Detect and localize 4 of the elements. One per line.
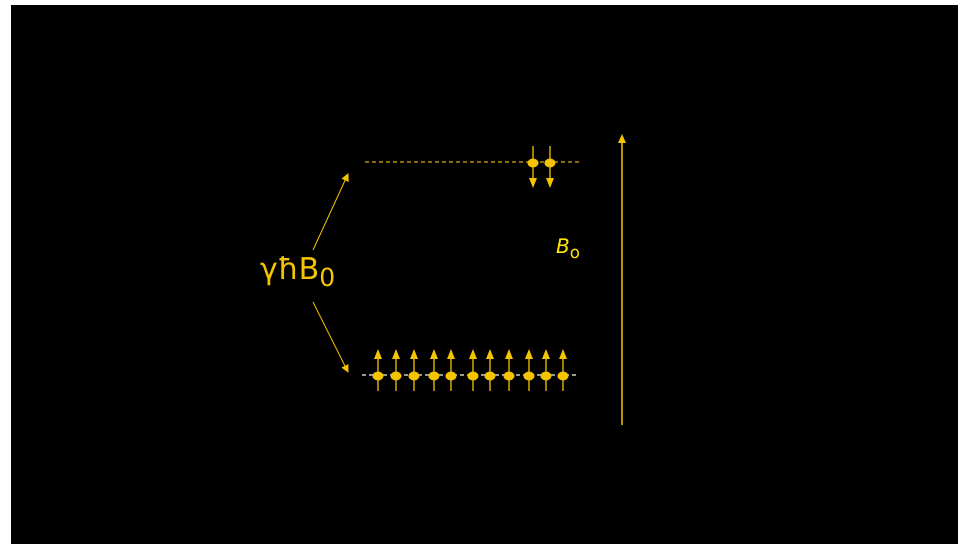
arrow [312, 173, 349, 250]
formula-text: γħB$_{0}$ [260, 250, 332, 290]
arrow [312, 302, 348, 373]
field-label: B$_{o}$ [556, 234, 580, 262]
